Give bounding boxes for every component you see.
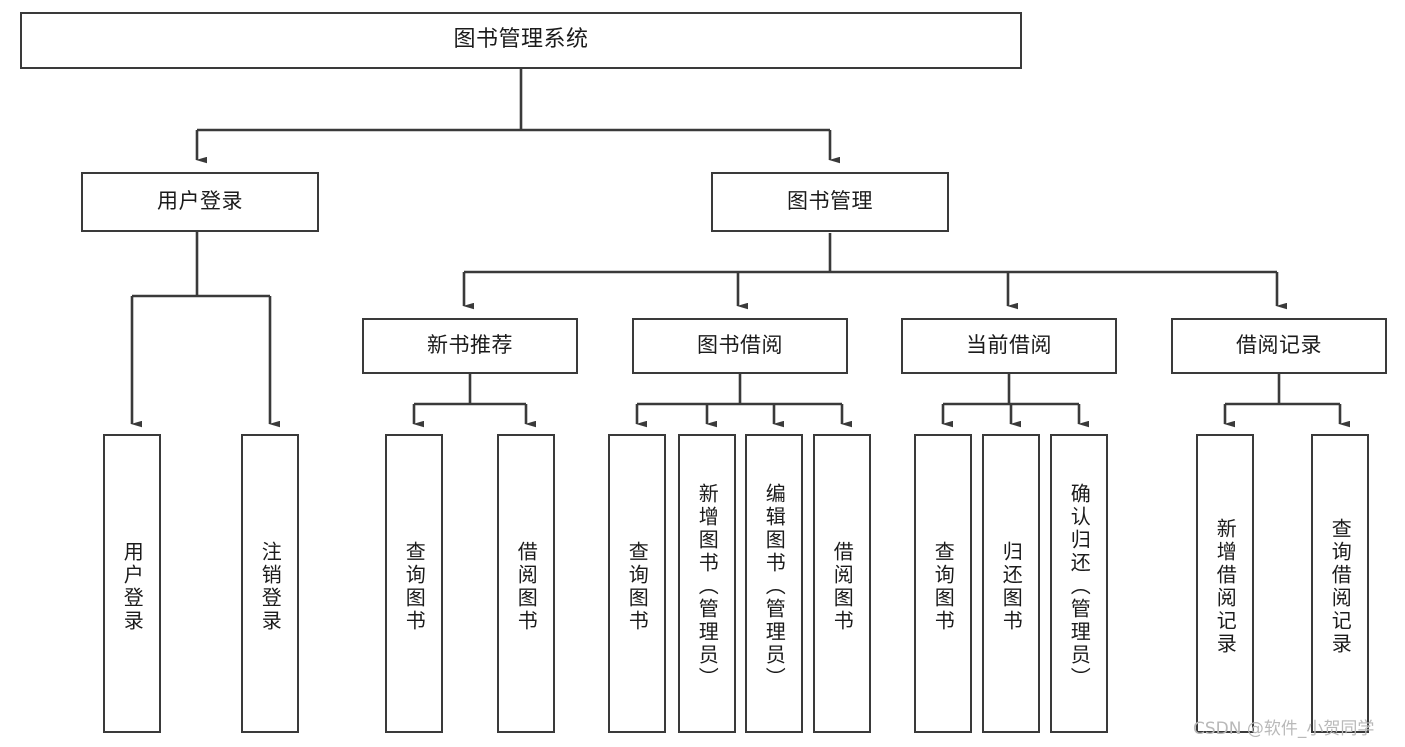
leaf-borrow-book[interactable]: 借阅图书	[813, 434, 871, 733]
leaf-query-book-recommend[interactable]: 查询图书	[385, 434, 443, 733]
leaf-return-book[interactable]: 归还图书	[982, 434, 1040, 733]
leaf-add-borrow-record[interactable]: 新增借阅记录	[1196, 434, 1254, 733]
leaf-user-login[interactable]: 用户登录	[103, 434, 161, 733]
csdn-watermark: CSDN @软件_小贺同学	[1193, 719, 1375, 739]
leaf-logout[interactable]: 注销登录	[241, 434, 299, 733]
leaf-query-book-borrow[interactable]: 查询图书	[608, 434, 666, 733]
node-new-book-recommend[interactable]: 新书推荐	[362, 318, 578, 374]
leaf-query-book-current[interactable]: 查询图书	[914, 434, 972, 733]
leaf-borrow-book-recommend[interactable]: 借阅图书	[497, 434, 555, 733]
node-user-login[interactable]: 用户登录	[81, 172, 319, 232]
leaf-query-borrow-record[interactable]: 查询借阅记录	[1311, 434, 1369, 733]
node-book-management[interactable]: 图书管理	[711, 172, 949, 232]
node-borrow-record[interactable]: 借阅记录	[1171, 318, 1387, 374]
node-book-borrow[interactable]: 图书借阅	[632, 318, 848, 374]
leaf-add-book-admin[interactable]: 新增图书（管理员）	[678, 434, 736, 733]
leaf-confirm-return-admin[interactable]: 确认归还（管理员）	[1050, 434, 1108, 733]
leaf-edit-book-admin[interactable]: 编辑图书（管理员）	[745, 434, 803, 733]
node-root[interactable]: 图书管理系统	[20, 12, 1022, 69]
node-current-borrow[interactable]: 当前借阅	[901, 318, 1117, 374]
